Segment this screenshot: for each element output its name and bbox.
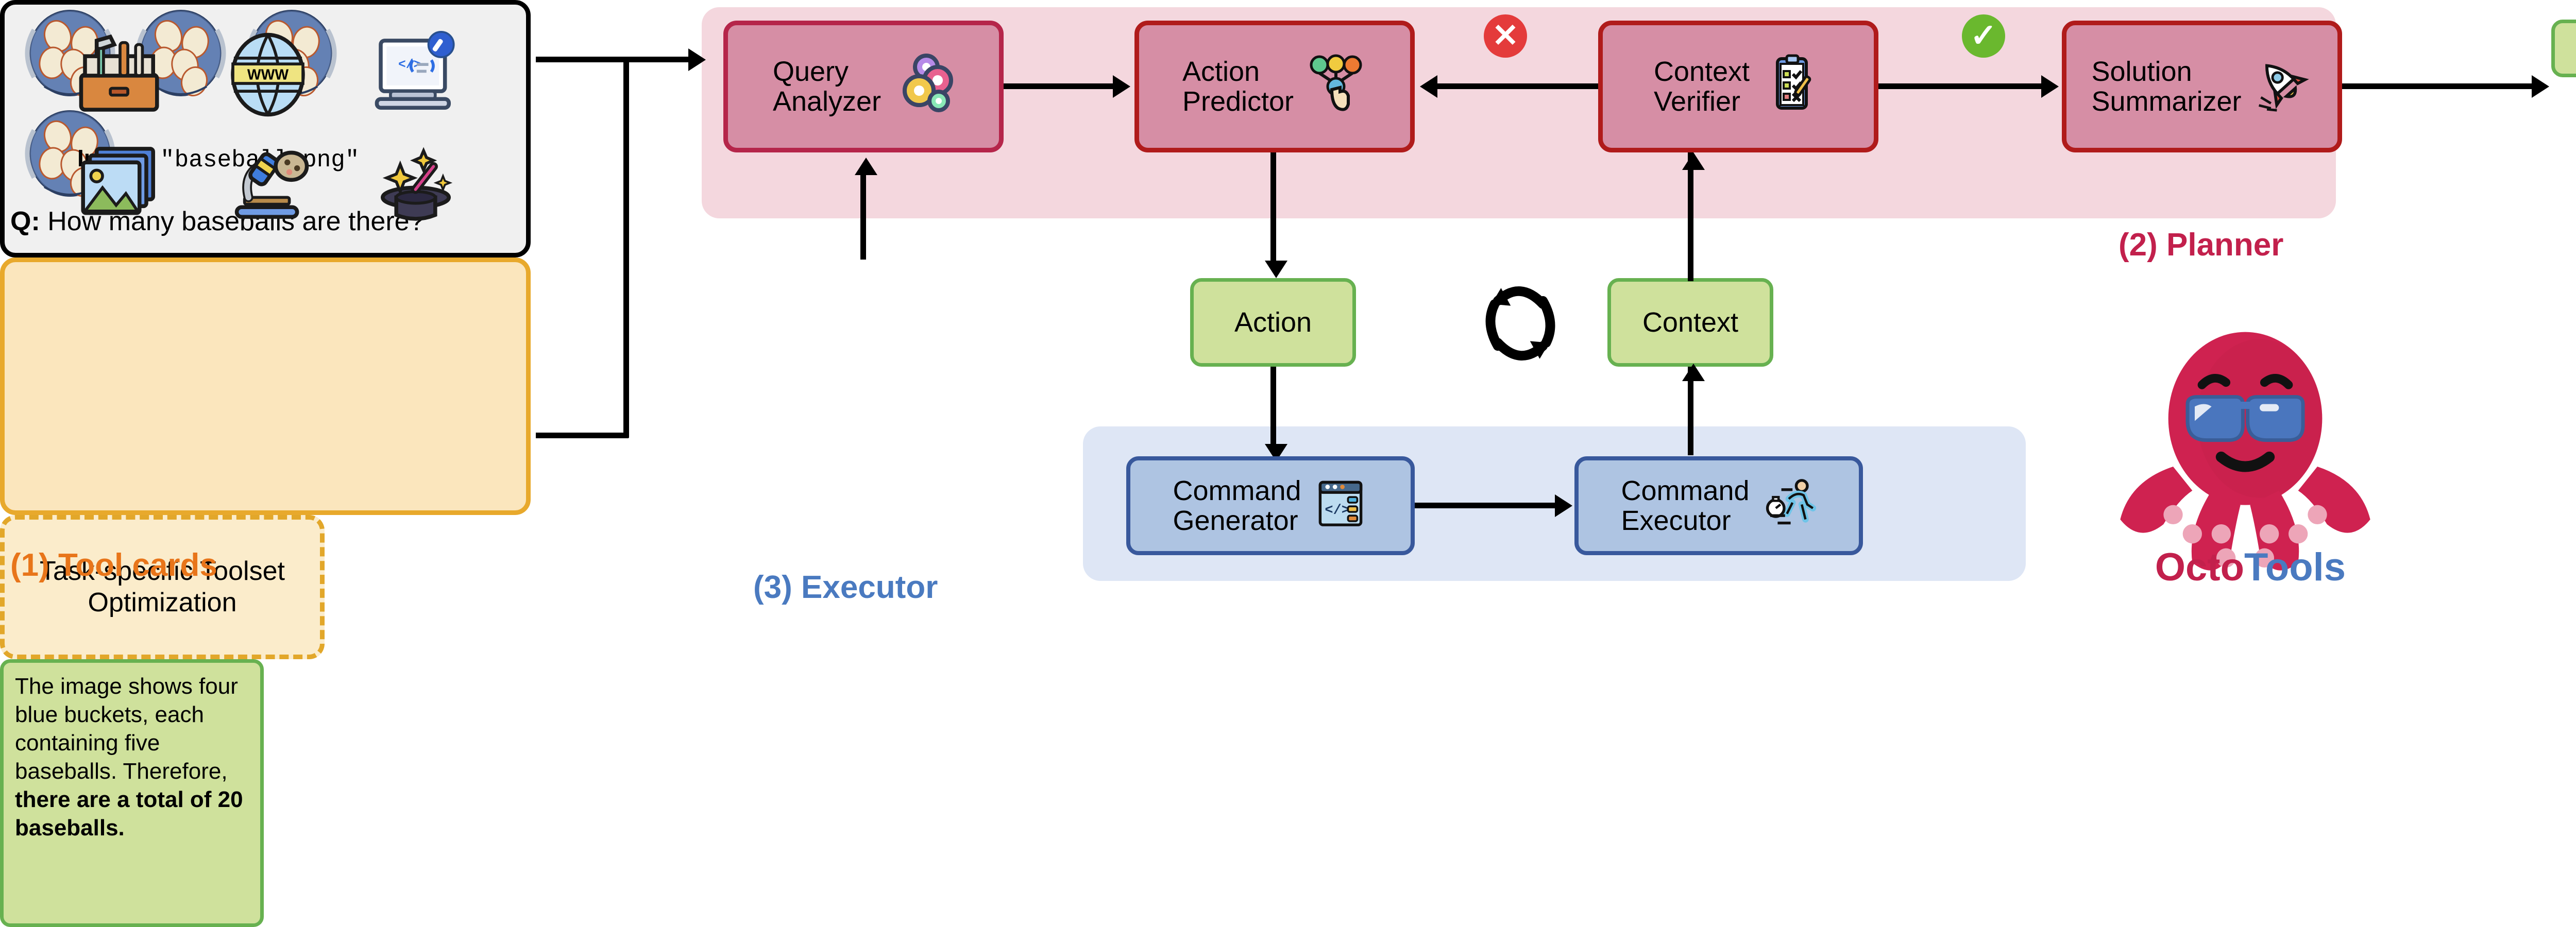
selection-pointer-icon (1305, 53, 1367, 120)
action-node[interactable]: Action (1190, 278, 1356, 367)
wire-merge-vertical (623, 57, 629, 438)
verification-passed-badge: ✓ (1962, 14, 2005, 58)
answer-text-bold: there are a total of 20 baseballs. (15, 787, 243, 840)
answer-node[interactable]: Answer (2551, 20, 2576, 77)
action-predictor-label: Action Predictor (1182, 56, 1294, 117)
wire-cv-to-ss (1878, 83, 2043, 89)
command-generator-node[interactable]: Command Generator </> (1126, 456, 1415, 555)
rocket-icon (2253, 54, 2313, 119)
action-label: Action (1234, 306, 1312, 338)
query-analyzer-label: Query Analyzer (772, 56, 882, 117)
solution-summarizer-node[interactable]: Solution Summarizer (2062, 21, 2342, 152)
arrowhead-cmdexec (1555, 494, 1572, 517)
executor-caption: (3) Executor (753, 570, 938, 605)
octotools-wordmark: OctoTools (2096, 545, 2405, 590)
wire-ss-to-answer (2342, 83, 2534, 89)
command-executor-label: Command Executor (1621, 475, 1750, 536)
svg-text:</>: </> (1325, 503, 1350, 519)
wire-cmdexec-to-context (1688, 367, 1693, 455)
context-node[interactable]: Context (1607, 278, 1773, 367)
gears-icon (892, 53, 954, 120)
toolset-optimization-card: Task-specific Toolset Optimization (0, 515, 325, 659)
image-stack-icon[interactable] (71, 139, 169, 227)
wire-context-to-cv (1688, 152, 1693, 281)
answer-text-plain: The image shows four blue buckets, each … (15, 674, 238, 784)
question-prefix: Q: (10, 207, 40, 236)
wire-toolset-to-qa (860, 173, 866, 260)
magic-hat-icon[interactable] (367, 139, 465, 227)
tool-cards-panel: WWW </> (0, 31, 531, 515)
octotools-word-tools: Tools (2244, 545, 2346, 589)
verification-failed-badge: ✕ (1484, 14, 1527, 58)
tool-cards-caption: (1) Tool cards (10, 547, 217, 583)
octotools-word-octo: Octo (2155, 545, 2245, 589)
arrowhead-context-from-cmdexec (1682, 364, 1705, 381)
wire-ap-to-action (1270, 152, 1276, 262)
planner-caption: (2) Planner (2119, 227, 2284, 263)
arrowhead-answer (2532, 75, 2549, 98)
code-editor-icon[interactable]: </> (367, 31, 465, 118)
arrowhead-ap-from-cv (1420, 75, 1437, 98)
arrowhead-cv-from-context (1682, 152, 1705, 170)
solution-summarizer-label: Solution Summarizer (2091, 56, 2242, 117)
wire-qa-to-ap (1004, 83, 1115, 89)
action-predictor-node[interactable]: Action Predictor (1134, 21, 1415, 152)
context-label: Context (1642, 306, 1739, 338)
command-generator-label: Command Generator (1173, 475, 1301, 536)
answer-text-box: The image shows four blue buckets, each … (0, 659, 264, 927)
arrowhead-to-query-analyzer (688, 48, 706, 71)
arrowhead-action (1265, 261, 1287, 278)
wire-question-to-merge (536, 57, 690, 62)
wire-tools-to-merge (536, 433, 629, 438)
command-executor-node[interactable]: Command Executor (1574, 456, 1863, 555)
wire-action-to-cmdgen (1270, 367, 1276, 449)
wire-cmdgen-to-cmdexec (1415, 503, 1557, 508)
wire-cv-to-ap (1437, 83, 1598, 89)
code-window-icon: </> (1313, 475, 1368, 536)
arrowhead-ss (2041, 75, 2059, 98)
context-verifier-node[interactable]: Context Verifier (1598, 21, 1878, 152)
globe-www-icon[interactable]: WWW (219, 31, 317, 118)
toolbox-icon[interactable] (71, 31, 169, 118)
clipboard-checklist-icon (1761, 53, 1823, 120)
query-analyzer-node[interactable]: Query Analyzer (723, 21, 1004, 152)
context-verifier-label: Context Verifier (1653, 56, 1750, 117)
octopus-mascot-icon (2101, 294, 2389, 582)
toolset-optimization-label: Task-specific Toolset Optimization (40, 556, 285, 617)
www-label: WWW (247, 66, 289, 83)
runner-stopwatch-icon (1761, 475, 1817, 536)
arrowhead-qa-from-toolset (855, 158, 877, 175)
arrowhead-ap (1113, 75, 1130, 98)
refresh-loop-icon (1471, 272, 1569, 375)
microscope-icon[interactable] (219, 139, 317, 227)
